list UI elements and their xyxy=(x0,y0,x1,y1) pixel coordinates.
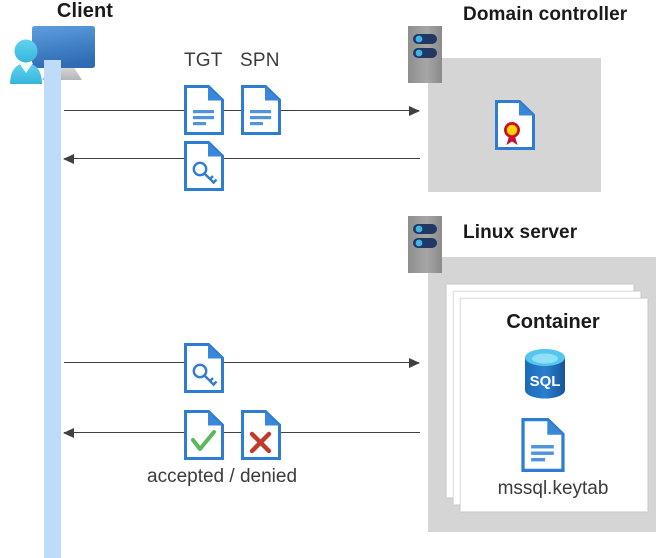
accepted-denied-caption: accepted / denied xyxy=(147,466,298,487)
key-document-icon xyxy=(184,343,224,393)
client-lifeline xyxy=(44,60,61,558)
server-rack-icon xyxy=(408,26,449,88)
key-document-icon xyxy=(184,141,224,191)
client-monitor-user-icon xyxy=(6,24,116,86)
document-icon xyxy=(241,85,281,135)
message-arrow-2 xyxy=(63,154,420,164)
container-card-front xyxy=(460,298,648,512)
container-title: Container xyxy=(506,311,600,333)
tgt-label: TGT xyxy=(184,50,223,71)
linux-server-title: Linux server xyxy=(463,222,578,243)
arrowhead-left-icon xyxy=(63,154,74,164)
document-check-icon xyxy=(184,410,224,460)
svg-text:SQL: SQL xyxy=(530,373,561,390)
certificate-document-icon xyxy=(495,100,535,150)
arrowhead-right-icon xyxy=(409,358,420,368)
message-arrow-3 xyxy=(64,358,420,368)
keytab-label: mssql.keytab xyxy=(497,478,609,499)
document-icon xyxy=(184,85,224,135)
server-rack-icon xyxy=(408,216,449,278)
domain-controller-title: Domain controller xyxy=(463,4,628,25)
spn-label: SPN xyxy=(240,50,280,71)
sql-database-icon: SQL xyxy=(520,348,570,400)
arrowhead-right-icon xyxy=(409,106,420,116)
document-cross-icon xyxy=(241,410,281,460)
arrowhead-left-icon xyxy=(63,428,74,438)
client-label: Client xyxy=(56,0,114,22)
keytab-document-icon xyxy=(521,418,565,472)
